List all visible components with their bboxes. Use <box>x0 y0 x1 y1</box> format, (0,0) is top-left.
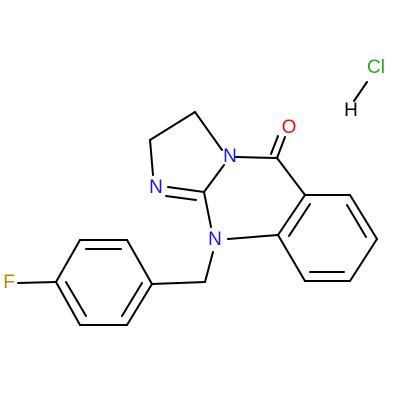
bond-ar-c4-f <box>17 281 57 284</box>
bond-h-cl <box>353 81 368 102</box>
bond-n-imine-c-amidine-double <box>165 195 197 201</box>
bond-n-junction-c-carbonyl <box>235 156 278 159</box>
bond-c8a-c4a <box>277 194 306 236</box>
bond-c5-c6 <box>349 194 378 240</box>
atom-n-imine: N <box>149 177 163 198</box>
bond-ch2-n-junction <box>194 111 223 151</box>
bond-c8-c8a <box>277 234 306 282</box>
bond-ar-c6-c1 <box>126 283 153 326</box>
atom-h-salt: H <box>344 100 358 121</box>
atom-labels: N N N O F Cl H <box>3 57 385 293</box>
bond-n-benzyl-c-amidine <box>203 191 212 228</box>
bond-n-benzyl-ch2 <box>204 251 214 283</box>
bond-c-carbonyl-o-double <box>270 135 279 155</box>
bond-ch2-n-imine <box>149 139 154 176</box>
bond-ch2-ch2 <box>149 111 196 141</box>
atom-cl-salt: Cl <box>367 57 385 78</box>
bond-c5-c6-inner <box>346 204 367 238</box>
atom-o-carbonyl: O <box>282 117 297 138</box>
bond-ar-c4-c5-inner <box>65 281 87 317</box>
bond-c6-c7 <box>349 238 378 282</box>
bond-c-carbonyl-c4a <box>276 157 306 196</box>
bond-ch2-aryl <box>151 281 206 285</box>
bond-c8a-n-benzyl <box>227 234 279 240</box>
bond-n-imine-c-amidine <box>167 186 205 193</box>
bond-c-carbonyl-o <box>276 136 286 159</box>
bond-c-amidine-n-junction <box>203 164 225 193</box>
bond-ar-c4-c5 <box>55 281 81 326</box>
atom-n-benzyl: N <box>208 229 222 250</box>
atom-f-aryl: F <box>3 272 15 293</box>
atom-n-ring-junction: N <box>223 146 237 167</box>
bond-ar-c1-c2 <box>126 239 153 285</box>
bond-ar-c3-c4 <box>55 239 81 283</box>
bond-network <box>17 81 378 326</box>
bond-ar-c6-c1-inner <box>121 282 143 317</box>
bond-c8a-c4a-inner <box>288 203 311 237</box>
